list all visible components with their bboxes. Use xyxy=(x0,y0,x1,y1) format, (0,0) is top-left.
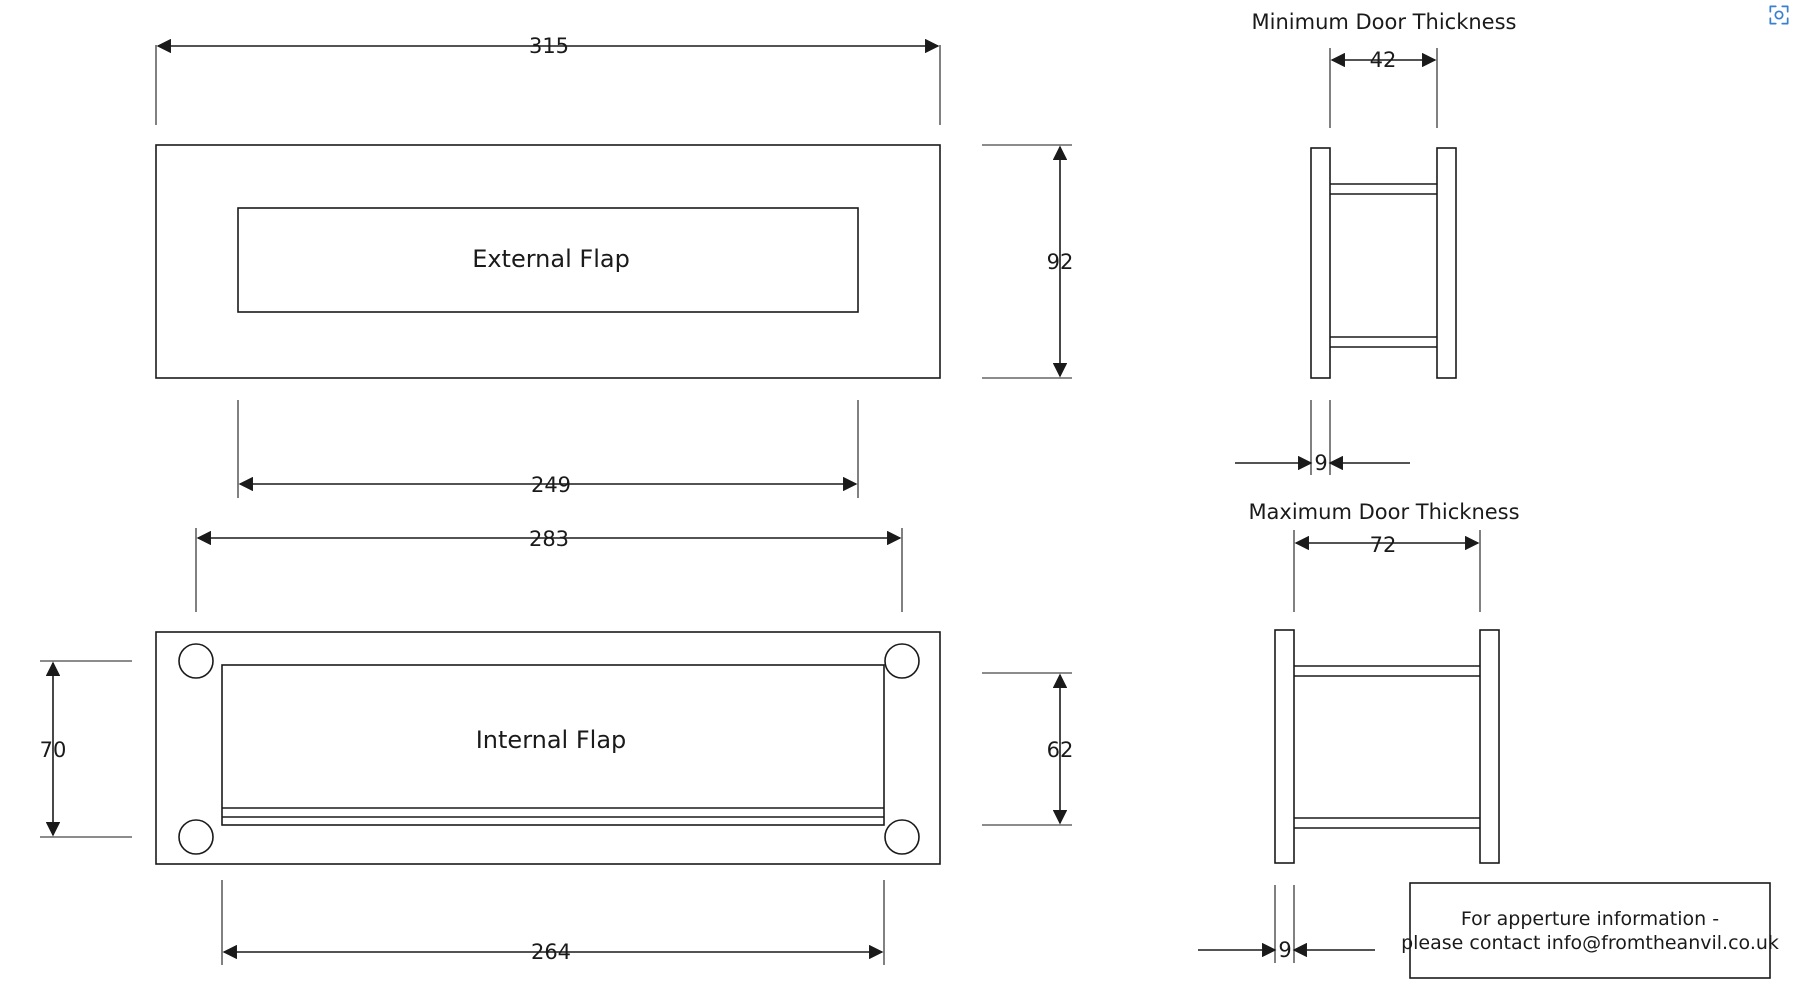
dimension-label-42: 42 xyxy=(1369,47,1397,72)
external-flap-label: External Flap xyxy=(472,245,630,273)
note-box xyxy=(1409,882,1771,979)
dimension-9-min xyxy=(1235,400,1410,475)
dimension-42 xyxy=(1329,48,1438,128)
aperture-note-line-2: please contact info@fromtheanvil.co.uk xyxy=(1401,931,1779,954)
dimension-label-264: 264 xyxy=(530,939,572,964)
dimension-label-9-min: 9 xyxy=(1314,450,1328,475)
maximum-door-thickness-section xyxy=(1274,629,1500,864)
dimension-label-249: 249 xyxy=(530,472,572,497)
aperture-note-line-1: For apperture information - xyxy=(1460,908,1720,930)
maximum-door-thickness-title: Maximum Door Thickness xyxy=(1248,499,1520,524)
dimension-92 xyxy=(982,144,1072,379)
external-flap-outline xyxy=(155,144,941,379)
dimension-70 xyxy=(40,660,132,838)
minimum-door-thickness-title: Minimum Door Thickness xyxy=(1251,9,1517,34)
dimension-249 xyxy=(237,400,859,498)
dimension-label-315: 315 xyxy=(528,33,570,58)
dimension-label-70: 70 xyxy=(39,737,67,762)
dimension-9-max xyxy=(1198,885,1375,963)
dimension-label-9-max: 9 xyxy=(1278,937,1292,962)
internal-flap-label: Internal Flap xyxy=(475,726,627,754)
dimension-label-92: 92 xyxy=(1046,249,1074,274)
minimum-door-thickness-section xyxy=(1310,147,1457,379)
dimension-62 xyxy=(982,672,1072,826)
dimension-label-283: 283 xyxy=(528,526,570,551)
internal-flap-outline xyxy=(155,631,941,865)
selection-badge-icon[interactable] xyxy=(1766,2,1792,28)
dimension-label-72: 72 xyxy=(1369,532,1397,557)
dimension-72 xyxy=(1293,530,1481,612)
dimension-283 xyxy=(195,528,903,612)
dimension-315 xyxy=(155,38,941,125)
dimension-264 xyxy=(221,880,885,965)
dimension-label-62: 62 xyxy=(1046,737,1074,762)
aperture-note: For apperture information - please conta… xyxy=(1401,908,1779,956)
